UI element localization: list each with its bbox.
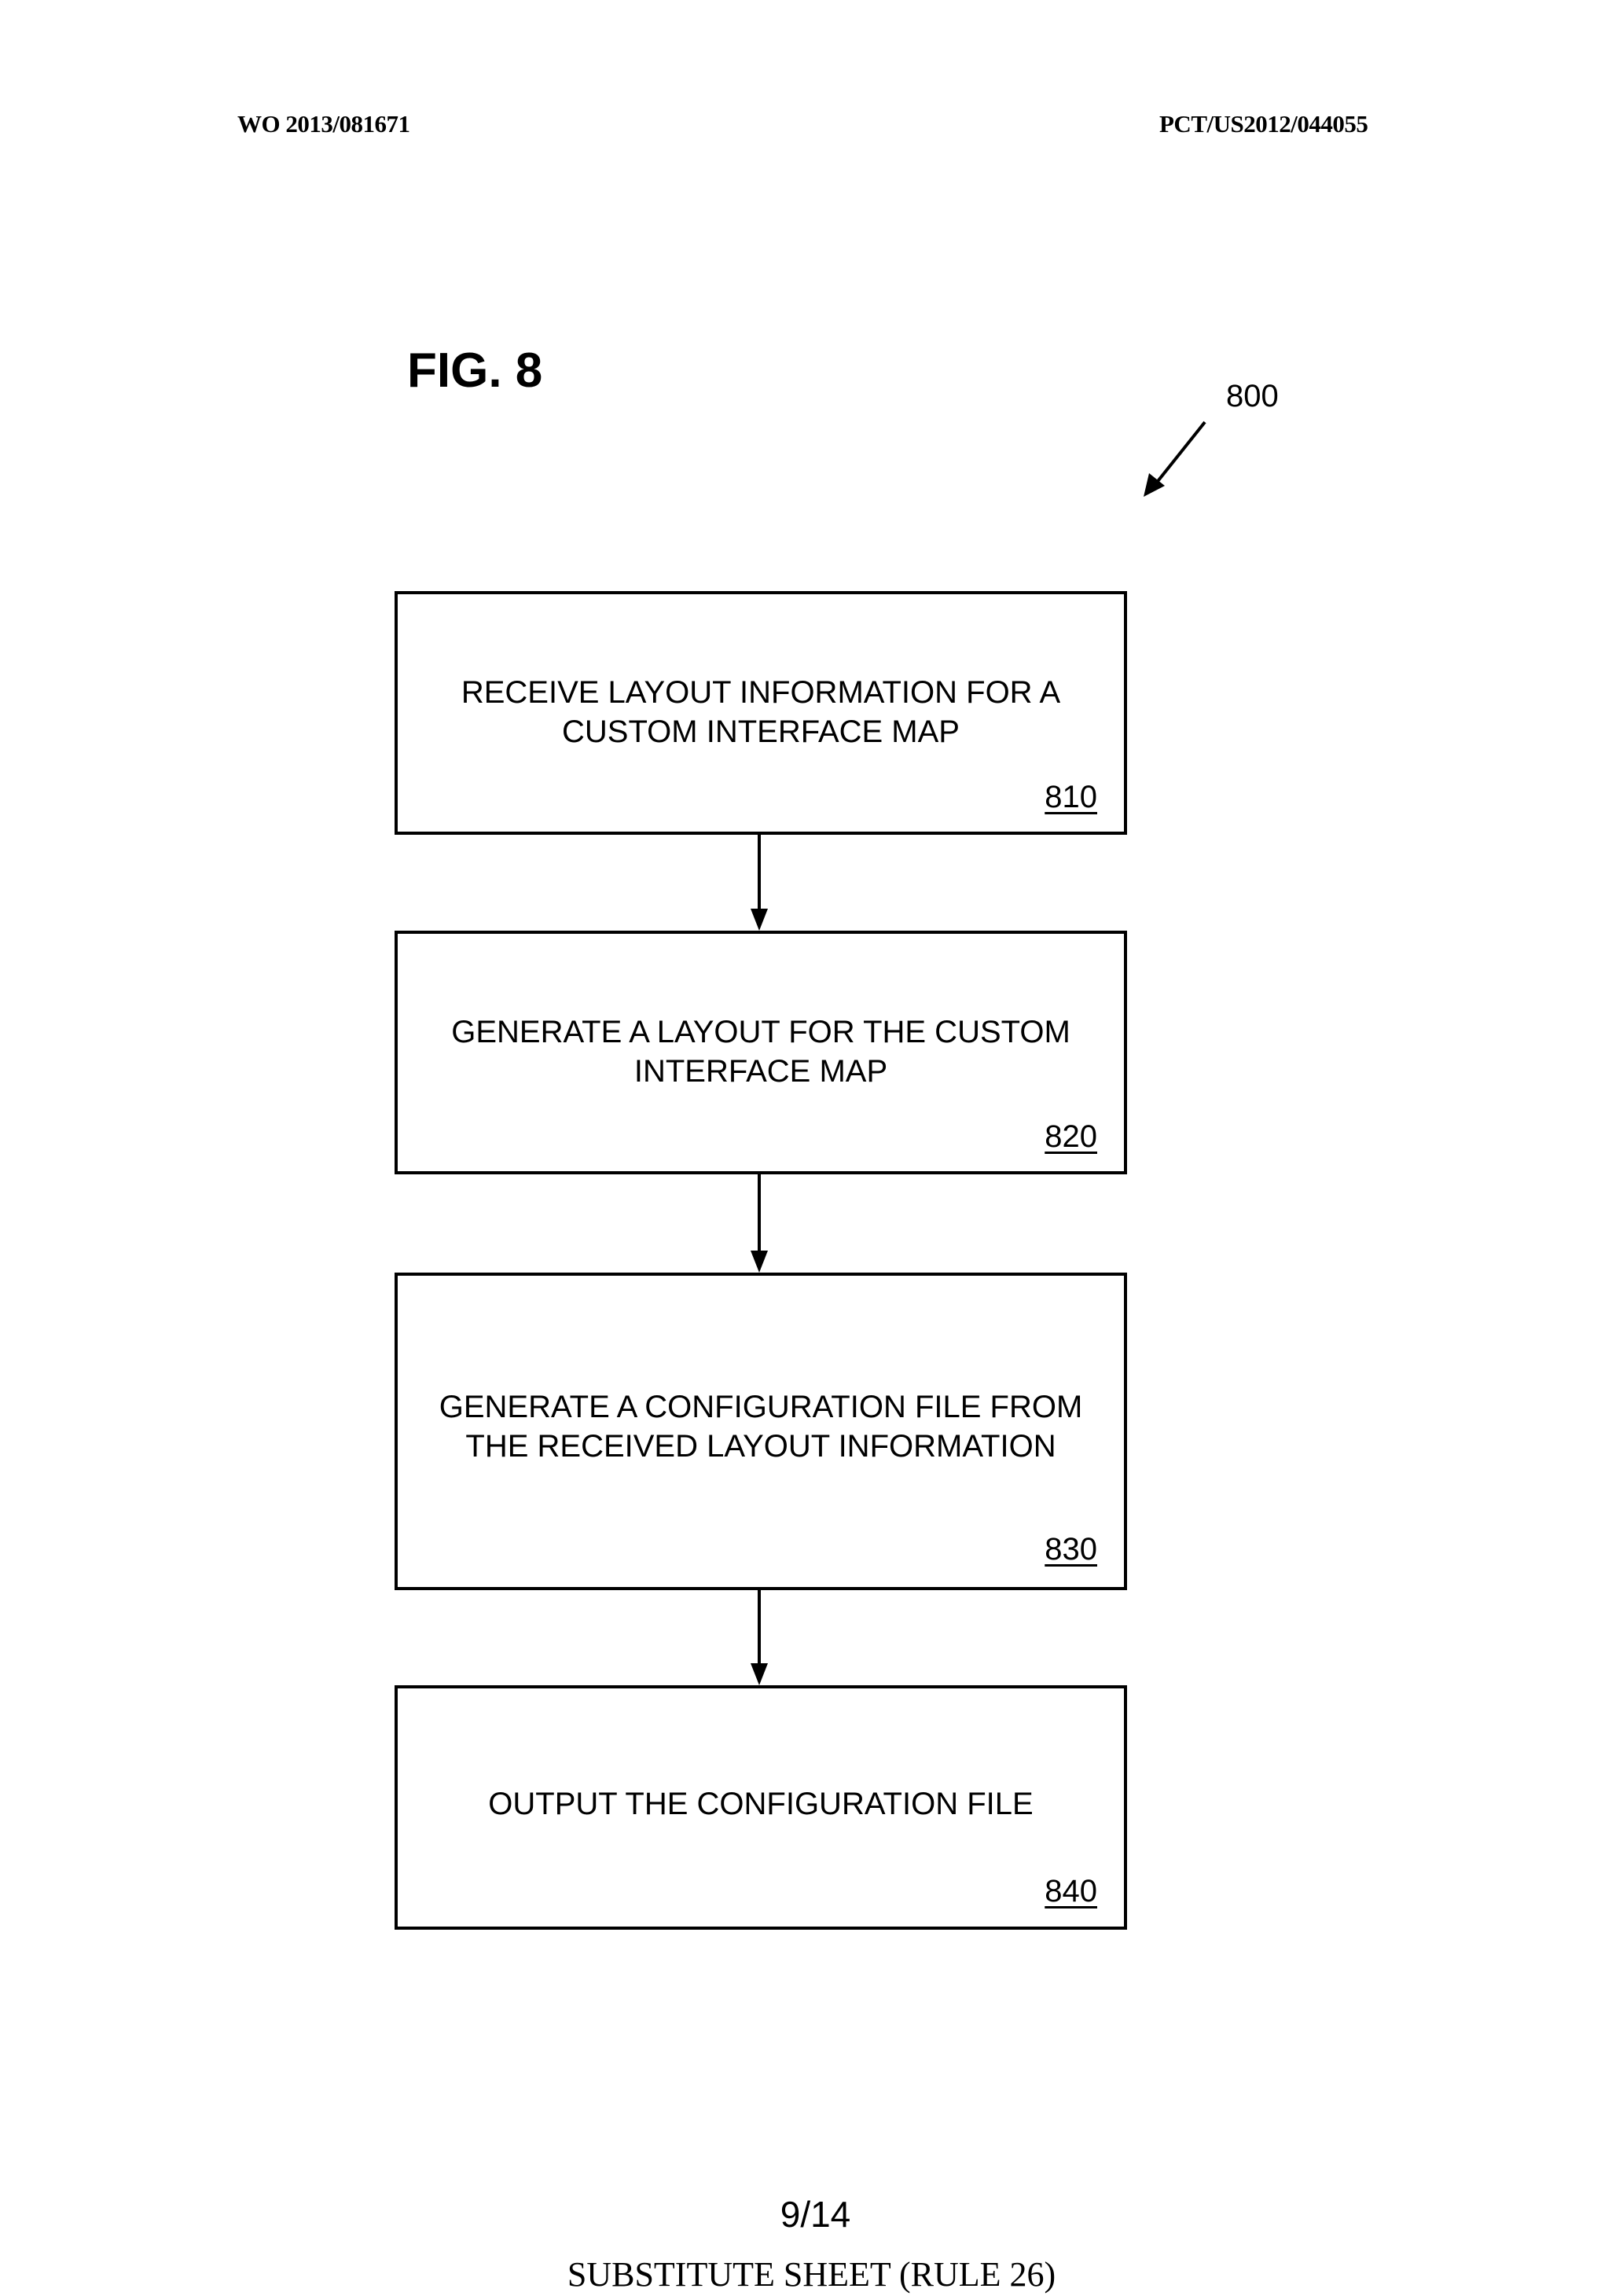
- step-ref-number: 830: [1045, 1532, 1097, 1567]
- step-box-840: OUTPUT THE CONFIGURATION FILE 840: [395, 1685, 1127, 1930]
- figure-reference-number: 800: [1226, 379, 1279, 413]
- publication-number: WO 2013/081671: [237, 110, 410, 138]
- application-number: PCT/US2012/044055: [1159, 110, 1368, 138]
- step-text-line: INTERFACE MAP: [633, 1054, 888, 1089]
- step-text-line: OUTPUT THE CONFIGURATION FILE: [488, 1787, 1034, 1821]
- step-ref-number: 810: [1045, 780, 1097, 814]
- step-ref-number: 820: [1045, 1119, 1097, 1154]
- reference-arrow-icon: [1144, 421, 1206, 497]
- step-text: RECEIVE LAYOUT INFORMATION FOR A CUSTOM …: [398, 673, 1124, 751]
- step-text-line: RECEIVE LAYOUT INFORMATION FOR A: [461, 675, 1061, 710]
- step-box-820: GENERATE A LAYOUT FOR THE CUSTOM INTERFA…: [395, 931, 1127, 1174]
- step-text: GENERATE A CONFIGURATION FILE FROM THE R…: [398, 1387, 1124, 1466]
- step-text-line: THE RECEIVED LAYOUT INFORMATION: [465, 1429, 1056, 1464]
- step-text-line: GENERATE A CONFIGURATION FILE FROM: [439, 1390, 1083, 1424]
- arrow-830-to-840: [751, 1590, 768, 1685]
- step-text: GENERATE A LAYOUT FOR THE CUSTOM INTERFA…: [398, 1012, 1124, 1091]
- step-box-830: GENERATE A CONFIGURATION FILE FROM THE R…: [395, 1273, 1127, 1590]
- step-box-810: RECEIVE LAYOUT INFORMATION FOR A CUSTOM …: [395, 591, 1127, 835]
- arrow-820-to-830: [751, 1174, 768, 1273]
- page-number: 9/14: [780, 2194, 851, 2235]
- figure-title: FIG. 8: [407, 343, 543, 398]
- step-text-line: GENERATE A LAYOUT FOR THE CUSTOM: [451, 1015, 1070, 1049]
- step-text-line: CUSTOM INTERFACE MAP: [562, 715, 960, 749]
- arrow-810-to-820: [751, 835, 768, 931]
- step-text: OUTPUT THE CONFIGURATION FILE: [398, 1784, 1124, 1824]
- sheet-label: SUBSTITUTE SHEET (RULE 26): [567, 2255, 1056, 2294]
- step-ref-number: 840: [1045, 1874, 1097, 1908]
